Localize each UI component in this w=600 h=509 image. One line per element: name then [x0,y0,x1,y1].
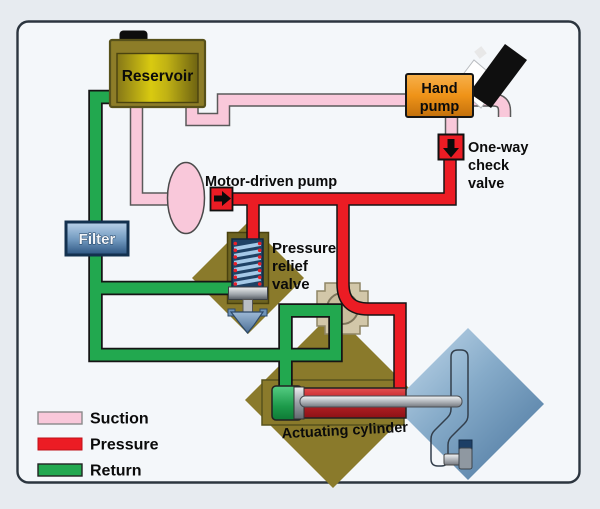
legend: Suction Pressure Return [37,411,159,480]
legend-label-suction: Suction [90,411,149,428]
legend-swatch-return [37,463,83,477]
pump-handle-icon [469,44,527,108]
bellcrank-outline [430,349,469,467]
spring-coil-icon [233,242,262,286]
check-valve-label-line2: check [468,158,510,174]
legend-label-pressure: Pressure [90,437,159,454]
handle-pivot [474,46,487,59]
legend-swatch-suction [37,411,83,425]
return-lines [88,89,343,402]
piston-rod [299,395,463,408]
pressure-relief-valve: Pressure relief valve [227,238,336,334]
filter: Filter [64,220,130,257]
hand-pump-label-line2: pump [420,99,460,115]
reservoir-tank [116,52,199,104]
flow-right-arrow-icon [214,191,231,206]
pump-oval [166,161,206,235]
actuating-cylinder: Actuating cylinder [271,385,463,443]
reservoir: Reservoir [108,30,207,109]
one-way-check-valve: One-way check valve [437,133,528,192]
hand-pump: Hand pump [405,44,527,118]
hand-pump-box [405,73,474,118]
valve-piston [228,286,268,300]
relief-label-line1: Pressure [272,240,336,257]
motor-driven-pump-label: Motor-driven pump [205,174,337,190]
actuating-cylinder-label: Actuating cylinder [281,420,409,443]
legend-swatch-pressure [37,437,83,451]
reservoir-label: Reservoir [122,68,194,85]
flow-down-arrow-icon [443,139,459,158]
relief-label-line2: relief [272,258,309,275]
hand-pump-label-line1: Hand [421,81,457,97]
check-valve-label-line3: valve [468,176,504,192]
pressure-line [233,160,456,390]
mechanism-bolt [443,439,473,470]
pressure-lines [233,160,457,390]
bolt-head [458,447,473,470]
valve-stem [242,299,253,313]
check-valve-label-line1: One-way [468,140,528,156]
filter-box [64,220,130,257]
motor-driven-pump: Motor-driven pump [166,161,337,235]
spring-retainer-dots [233,241,262,286]
legend-label-return: Return [90,463,142,480]
relief-label-line3: valve [272,276,310,293]
filter-label: Filter [79,231,116,248]
return-line [90,91,341,402]
bolt-shaft [443,453,462,466]
poppet-cone-icon [229,311,265,334]
